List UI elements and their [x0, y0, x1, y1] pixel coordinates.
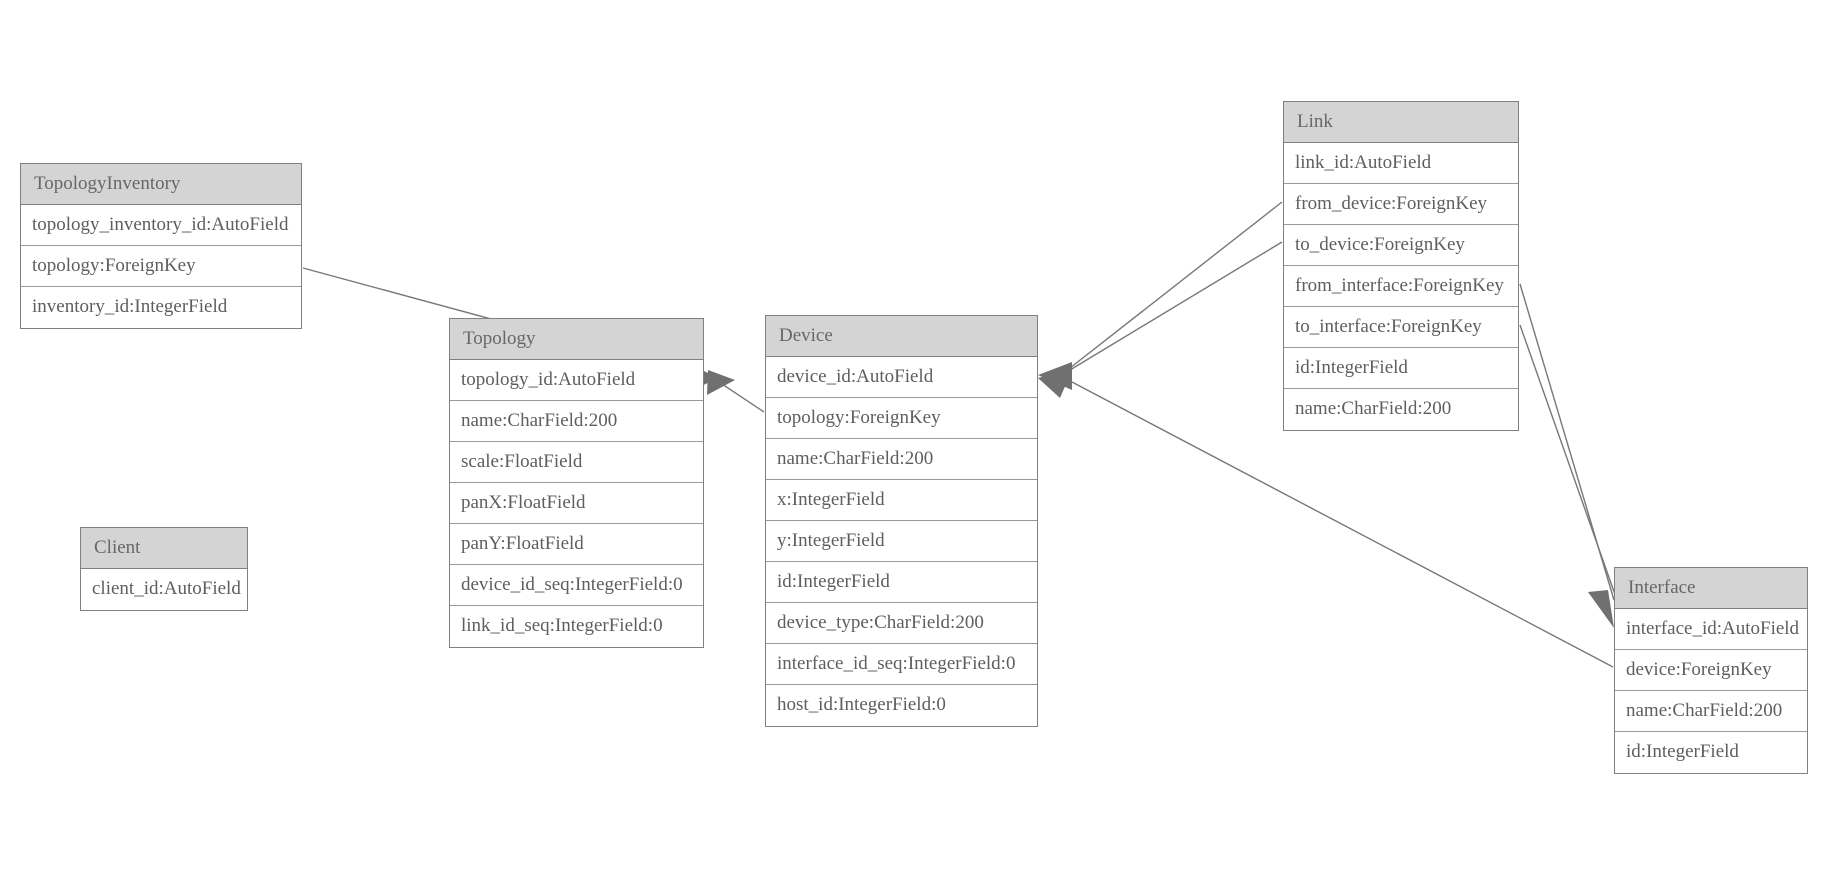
field-topology-name[interactable]: name:CharField:200	[450, 401, 703, 442]
field-interface-name[interactable]: name:CharField:200	[1615, 691, 1807, 732]
entity-topology[interactable]: Topology topology_id:AutoField name:Char…	[449, 318, 704, 648]
edge-link-to-interface	[1519, 324, 1619, 604]
field-interface-id-int[interactable]: id:IntegerField	[1615, 732, 1807, 773]
field-link-id[interactable]: link_id:AutoField	[1284, 143, 1518, 184]
field-device-id[interactable]: device_id:AutoField	[766, 357, 1037, 398]
field-device-interface-id-seq[interactable]: interface_id_seq:IntegerField:0	[766, 644, 1037, 685]
entity-title-topology: Topology	[450, 319, 703, 360]
field-topology-inventory-id[interactable]: topology_inventory_id:AutoField	[21, 205, 301, 246]
field-device-x[interactable]: x:IntegerField	[766, 480, 1037, 521]
edge-link-from-device	[1069, 201, 1283, 369]
arrowhead-interface-from-link	[1588, 590, 1614, 628]
arrowhead-device-from-interface	[1038, 368, 1073, 398]
entity-title-client: Client	[81, 528, 247, 569]
field-link-to-device[interactable]: to_device:ForeignKey	[1284, 225, 1518, 266]
arrowhead-device-from-link	[1038, 362, 1072, 390]
field-link-name[interactable]: name:CharField:200	[1284, 389, 1518, 430]
field-topology-id[interactable]: topology_id:AutoField	[450, 360, 703, 401]
edge-link-from-interface	[1519, 283, 1615, 601]
field-topology-device-id-seq[interactable]: device_id_seq:IntegerField:0	[450, 565, 703, 606]
entity-topology-inventory[interactable]: TopologyInventory topology_inventory_id:…	[20, 163, 302, 329]
field-link-to-interface[interactable]: to_interface:ForeignKey	[1284, 307, 1518, 348]
field-link-from-interface[interactable]: from_interface:ForeignKey	[1284, 266, 1518, 307]
field-device-host-id[interactable]: host_id:IntegerField:0	[766, 685, 1037, 726]
field-topology-pany[interactable]: panY:FloatField	[450, 524, 703, 565]
field-link-id-int[interactable]: id:IntegerField	[1284, 348, 1518, 389]
entity-title-interface: Interface	[1615, 568, 1807, 609]
field-inventory-id[interactable]: inventory_id:IntegerField	[21, 287, 301, 328]
edge-device-topology	[707, 370, 765, 413]
entity-title-topology-inventory: TopologyInventory	[21, 164, 301, 205]
entity-title-link: Link	[1284, 102, 1518, 143]
field-topology-scale[interactable]: scale:FloatField	[450, 442, 703, 483]
entity-title-device: Device	[766, 316, 1037, 357]
field-topology-link-id-seq[interactable]: link_id_seq:IntegerField:0	[450, 606, 703, 647]
field-client-id[interactable]: client_id:AutoField	[81, 569, 247, 610]
field-topology-fk[interactable]: topology:ForeignKey	[21, 246, 301, 287]
entity-interface[interactable]: Interface interface_id:AutoField device:…	[1614, 567, 1808, 774]
field-interface-device-fk[interactable]: device:ForeignKey	[1615, 650, 1807, 691]
field-interface-id[interactable]: interface_id:AutoField	[1615, 609, 1807, 650]
entity-link[interactable]: Link link_id:AutoField from_device:Forei…	[1283, 101, 1519, 431]
entity-device[interactable]: Device device_id:AutoField topology:Fore…	[765, 315, 1038, 727]
field-device-topology-fk[interactable]: topology:ForeignKey	[766, 398, 1037, 439]
field-device-id-int[interactable]: id:IntegerField	[766, 562, 1037, 603]
field-link-from-device[interactable]: from_device:ForeignKey	[1284, 184, 1518, 225]
field-device-name[interactable]: name:CharField:200	[766, 439, 1037, 480]
field-topology-panx[interactable]: panX:FloatField	[450, 483, 703, 524]
entity-client[interactable]: Client client_id:AutoField	[80, 527, 248, 611]
field-device-y[interactable]: y:IntegerField	[766, 521, 1037, 562]
field-device-type[interactable]: device_type:CharField:200	[766, 603, 1037, 644]
edge-link-to-device	[1069, 241, 1283, 371]
